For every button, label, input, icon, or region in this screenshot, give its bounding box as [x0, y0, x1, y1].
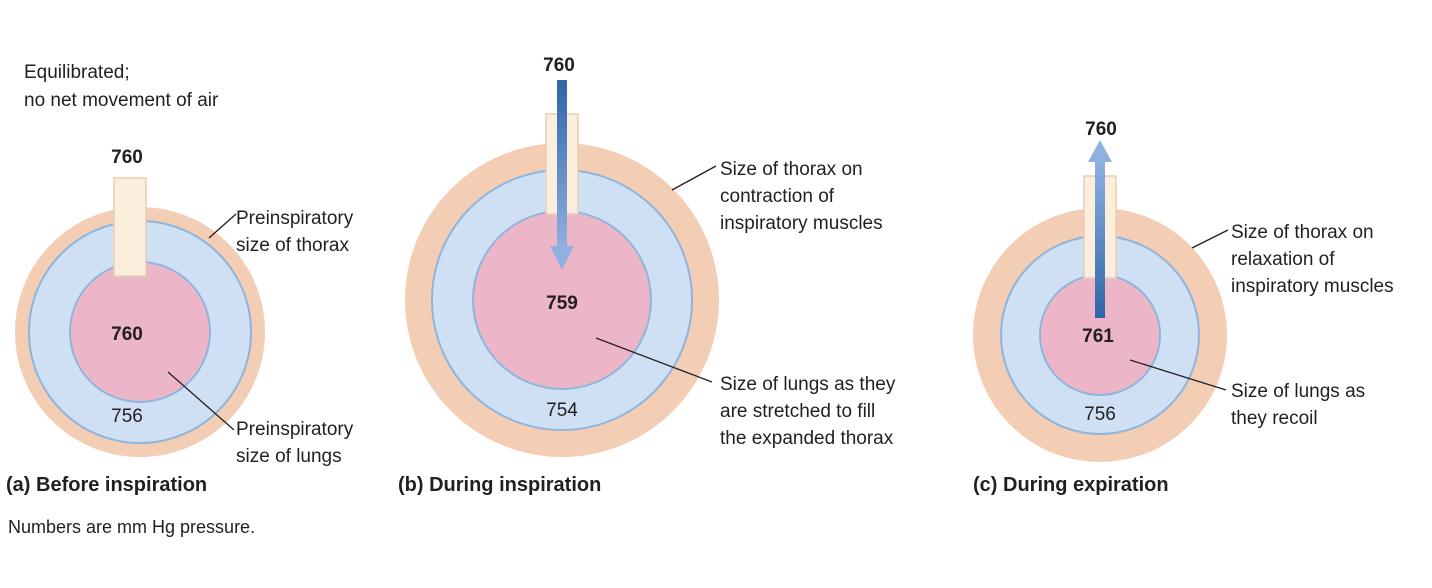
- panel-c-thorax-label-line3: inspiratory muscles: [1231, 276, 1394, 297]
- panel-c-thorax-leader: [1191, 229, 1229, 249]
- panel-a-caption: (a) Before inspiration: [6, 474, 207, 496]
- panel-a-airway: [113, 177, 147, 277]
- panel-a-note-line1: Equilibrated;: [24, 62, 130, 83]
- panel-c-lungs-label-line1: Size of lungs as: [1231, 381, 1365, 402]
- panel-b-during-inspiration: 760 759 754 Size of thorax on contractio…: [398, 55, 896, 496]
- panel-c-lung-leader: [1129, 359, 1227, 391]
- panel-a-lung-leader: [167, 371, 235, 431]
- panel-b-thorax-label-line1: Size of thorax on: [720, 159, 863, 180]
- panel-c-lungs-label-line2: they recoil: [1231, 408, 1318, 429]
- panel-a-thorax-label-line1: Preinspiratory: [236, 208, 354, 229]
- panel-b-lungs-label-line3: the expanded thorax: [720, 428, 894, 449]
- panel-b-thorax-label-line3: inspiratory muscles: [720, 213, 883, 234]
- panel-c-intrapleural-pressure: 756: [1084, 404, 1116, 425]
- panel-c-during-expiration: 760 761 756 Size of thorax on relaxation…: [973, 119, 1394, 496]
- panel-c-alveolar-pressure: 761: [1082, 326, 1114, 347]
- panel-a-thorax-label-line2: size of thorax: [236, 235, 349, 256]
- panel-a-lungs-label-line1: Preinspiratory: [236, 419, 354, 440]
- panel-b-atmospheric-pressure: 760: [543, 55, 575, 76]
- panel-c-caption: (c) During expiration: [973, 474, 1169, 496]
- panel-c-thorax-label-line1: Size of thorax on: [1231, 222, 1374, 243]
- panel-b-inflow-arrow: [550, 80, 574, 270]
- panel-b-intrapleural-pressure: 754: [546, 400, 578, 421]
- panel-a-intrapleural-pressure: 756: [111, 406, 143, 427]
- panel-b-lung-leader: [595, 337, 713, 383]
- panel-c-outflow-arrow: [1088, 140, 1112, 318]
- panel-b-thorax-label-line2: contraction of: [720, 186, 835, 207]
- panel-a-lungs-label-line2: size of lungs: [236, 446, 342, 467]
- panel-b-lungs-label-line1: Size of lungs as they: [720, 374, 896, 395]
- panel-c-atmospheric-pressure: 760: [1085, 119, 1117, 140]
- panel-a-before-inspiration: Equilibrated; no net movement of air 760…: [6, 62, 354, 496]
- panel-b-thorax-leader: [671, 165, 717, 191]
- panel-a-thorax-leader: [208, 213, 237, 239]
- panel-a-note-line2: no net movement of air: [24, 90, 219, 111]
- panel-a-alveolar-pressure: 760: [111, 324, 143, 345]
- panel-b-lungs-label-line2: are stretched to fill: [720, 401, 875, 422]
- pressure-units-footnote: Numbers are mm Hg pressure.: [8, 517, 255, 537]
- panel-c-thorax-label-line2: relaxation of: [1231, 249, 1335, 270]
- panel-b-alveolar-pressure: 759: [546, 293, 578, 314]
- panel-a-atmospheric-pressure: 760: [111, 147, 143, 168]
- panel-b-caption: (b) During inspiration: [398, 474, 601, 496]
